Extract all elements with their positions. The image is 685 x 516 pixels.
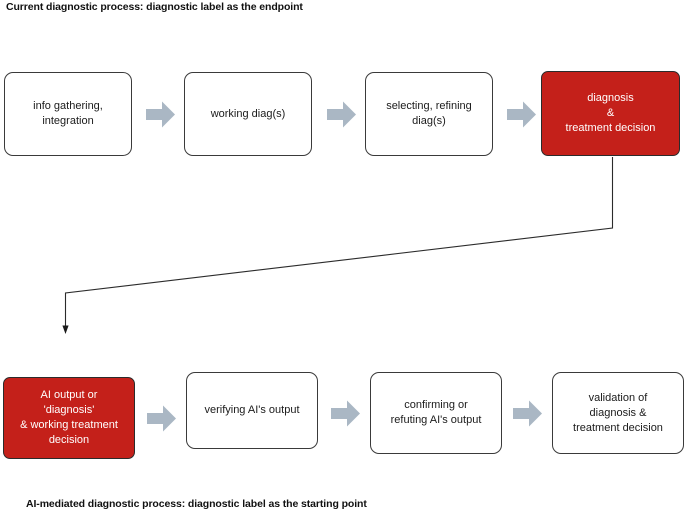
- top-process-caption: Current diagnostic process: diagnostic l…: [6, 1, 303, 13]
- right-arrow-icon: [512, 398, 543, 429]
- node-validation-of-diagnosis-and-treatment-decision: validation of diagnosis & treatment deci…: [552, 372, 684, 454]
- node-verifying-ai-output-label: verifying AI's output: [204, 404, 300, 416]
- node-diagnosis-and-treatment-decision-label: diagnosis & treatment decision: [565, 92, 656, 134]
- node-verifying-ai-output: verifying AI's output: [186, 372, 318, 449]
- node-working-diag-label: working diag(s): [210, 107, 286, 120]
- node-info-gathering: info gathering, integration: [4, 72, 132, 156]
- node-confirming-or-refuting-ai-output: confirming or refuting AI's output: [370, 372, 502, 454]
- node-diagnosis-and-treatment-decision: diagnosis & treatment decision: [541, 71, 680, 156]
- node-ai-output-or-diagnosis-label: AI output or 'diagnosis' & working treat…: [20, 389, 118, 446]
- right-arrow-icon: [145, 99, 176, 130]
- node-selecting-refining-diag: selecting, refining diag(s): [365, 72, 493, 156]
- node-ai-output-or-diagnosis: AI output or 'diagnosis' & working treat…: [3, 377, 135, 459]
- node-selecting-refining-diag-label: selecting, refining diag(s): [386, 100, 472, 127]
- right-arrow-icon: [326, 99, 357, 130]
- node-validation-label: validation of diagnosis & treatment deci…: [573, 391, 663, 434]
- right-arrow-icon: [330, 398, 361, 429]
- node-info-gathering-label: info gathering, integration: [33, 100, 103, 127]
- right-arrow-icon: [506, 99, 537, 130]
- node-confirming-or-refuting-ai-output-label: confirming or refuting AI's output: [390, 399, 482, 426]
- right-arrow-icon: [146, 403, 177, 434]
- node-working-diag: working diag(s): [184, 72, 312, 156]
- bottom-process-caption: AI-mediated diagnostic process: diagnost…: [26, 498, 367, 510]
